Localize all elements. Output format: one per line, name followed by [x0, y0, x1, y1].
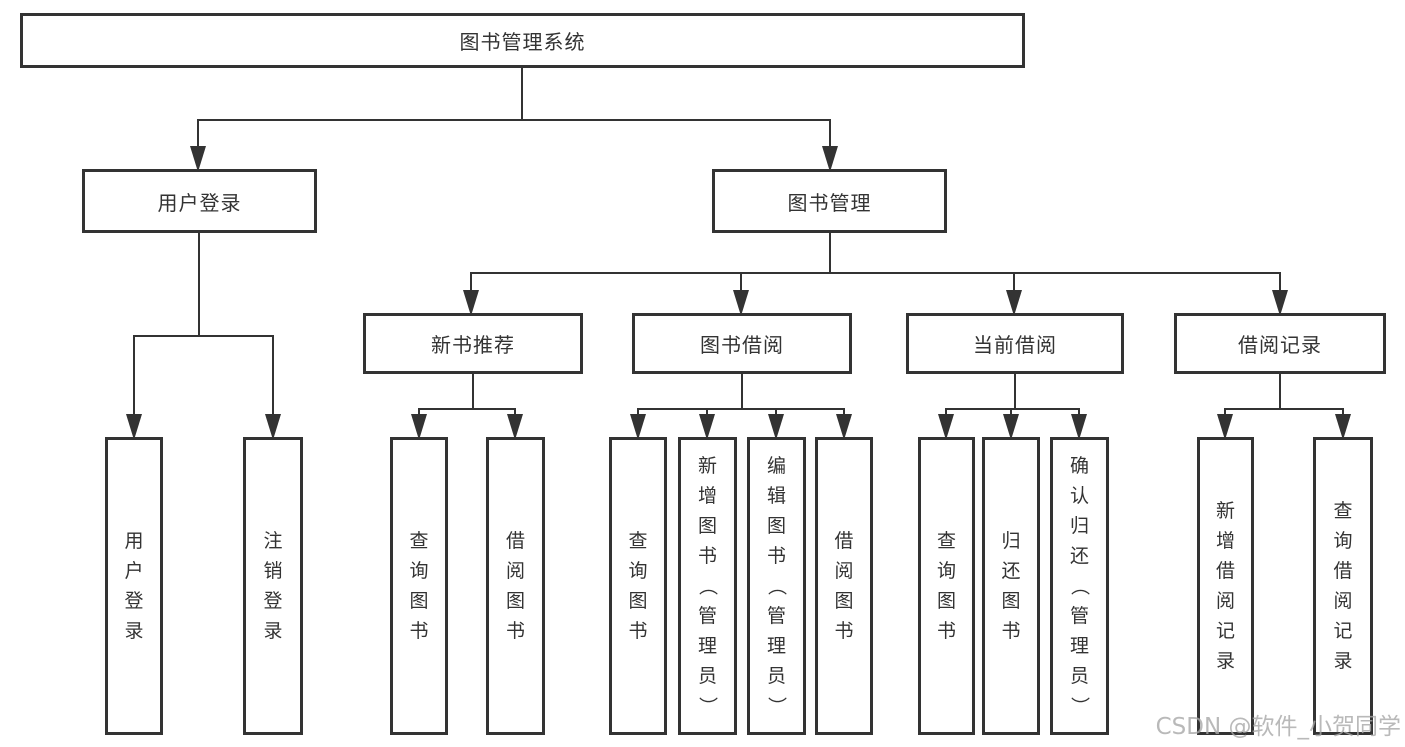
node-borrow-edit-books: 编辑图书（管理员）	[747, 437, 806, 735]
node-current-borrow: 当前借阅	[906, 313, 1124, 374]
arrow-current-query-books	[938, 408, 954, 440]
connector-level3-rail	[470, 272, 1281, 274]
connector-recommend-rail	[418, 408, 516, 410]
node-recommend-borrow-books: 借阅图书	[486, 437, 545, 735]
node-book-borrow: 图书借阅	[632, 313, 852, 374]
node-recommend-borrow-books-label: 借阅图书	[505, 530, 525, 642]
arrow-borrow-borrow-books	[836, 408, 852, 440]
connector-mgmt-stub	[829, 231, 831, 273]
node-record-query-record-label: 查询借阅记录	[1333, 500, 1353, 672]
node-new-book-recommend: 新书推荐	[363, 313, 583, 374]
node-recommend-query-books: 查询图书	[390, 437, 448, 735]
arrow-to-borrow-record	[1272, 272, 1288, 316]
connector-record-rail	[1224, 408, 1344, 410]
connector-current-rail	[945, 408, 1080, 410]
node-current-return-books: 归还图书	[982, 437, 1040, 735]
arrow-to-new-book-recommend	[463, 272, 479, 316]
connector-borrow-rail	[637, 408, 845, 410]
node-borrow-add-books: 新增图书（管理员）	[678, 437, 737, 735]
arrow-to-user-login-leaf	[126, 335, 142, 440]
arrow-recommend-query-books	[411, 408, 427, 440]
node-new-book-recommend-label: 新书推荐	[431, 333, 515, 357]
node-current-return-books-label: 归还图书	[1001, 530, 1021, 642]
node-borrow-record-label: 借阅记录	[1238, 333, 1322, 357]
csdn-watermark: CSDN @软件_小贺同学	[1155, 714, 1401, 740]
node-current-confirm-return-label: 确认归还（管理员）	[1068, 455, 1091, 716]
arrow-borrow-add-books	[699, 408, 715, 440]
node-current-borrow-label: 当前借阅	[973, 333, 1057, 357]
connector-login-rail	[133, 335, 274, 337]
node-book-borrow-label: 图书借阅	[700, 333, 784, 357]
node-record-add-record: 新增借阅记录	[1197, 437, 1254, 735]
node-borrow-borrow-books-label: 借阅图书	[834, 530, 854, 642]
node-borrow-add-books-label: 新增图书（管理员）	[696, 455, 719, 716]
node-borrow-query-books: 查询图书	[609, 437, 667, 735]
connector-root-stub	[521, 66, 523, 120]
node-logout-leaf-label: 注销登录	[263, 530, 283, 642]
node-record-add-record-label: 新增借阅记录	[1215, 500, 1235, 672]
node-root-label: 图书管理系统	[459, 30, 586, 54]
arrow-record-query-record	[1335, 408, 1351, 440]
connector-recommend-stub	[472, 372, 474, 409]
arrow-current-confirm-return	[1071, 408, 1087, 440]
node-logout-leaf: 注销登录	[243, 437, 303, 735]
node-root: 图书管理系统	[20, 13, 1025, 68]
node-book-mgmt-branch-label: 图书管理	[787, 190, 872, 215]
node-book-mgmt-branch: 图书管理	[712, 169, 947, 233]
arrow-to-user-login-branch	[190, 119, 206, 172]
node-current-query-books: 查询图书	[918, 437, 975, 735]
arrow-record-add-record	[1217, 408, 1233, 440]
connector-current-stub	[1014, 372, 1016, 409]
node-record-query-record: 查询借阅记录	[1313, 437, 1373, 735]
arrow-borrow-query-books	[630, 408, 646, 440]
arrow-borrow-edit-books	[768, 408, 784, 440]
node-user-login-leaf-label: 用户登录	[124, 530, 144, 642]
arrow-to-book-borrow	[733, 272, 749, 316]
node-borrow-borrow-books: 借阅图书	[815, 437, 873, 735]
node-current-confirm-return: 确认归还（管理员）	[1050, 437, 1109, 735]
node-borrow-edit-books-label: 编辑图书（管理员）	[765, 455, 788, 716]
node-user-login-branch-label: 用户登录	[157, 190, 242, 215]
connector-record-stub	[1279, 372, 1281, 409]
connector-level2-rail	[197, 119, 831, 121]
arrow-recommend-borrow-books	[507, 408, 523, 440]
node-borrow-record: 借阅记录	[1174, 313, 1386, 374]
arrow-to-logout-leaf	[265, 335, 281, 440]
node-borrow-query-books-label: 查询图书	[628, 530, 648, 642]
connector-login-stub	[198, 231, 200, 335]
arrow-current-return-books	[1003, 408, 1019, 440]
node-user-login-leaf: 用户登录	[105, 437, 163, 735]
node-current-query-books-label: 查询图书	[936, 530, 956, 642]
arrow-to-book-mgmt-branch	[822, 119, 838, 172]
arrow-to-current-borrow	[1006, 272, 1022, 316]
connector-borrow-stub	[741, 372, 743, 409]
node-user-login-branch: 用户登录	[82, 169, 317, 233]
node-recommend-query-books-label: 查询图书	[409, 530, 429, 642]
